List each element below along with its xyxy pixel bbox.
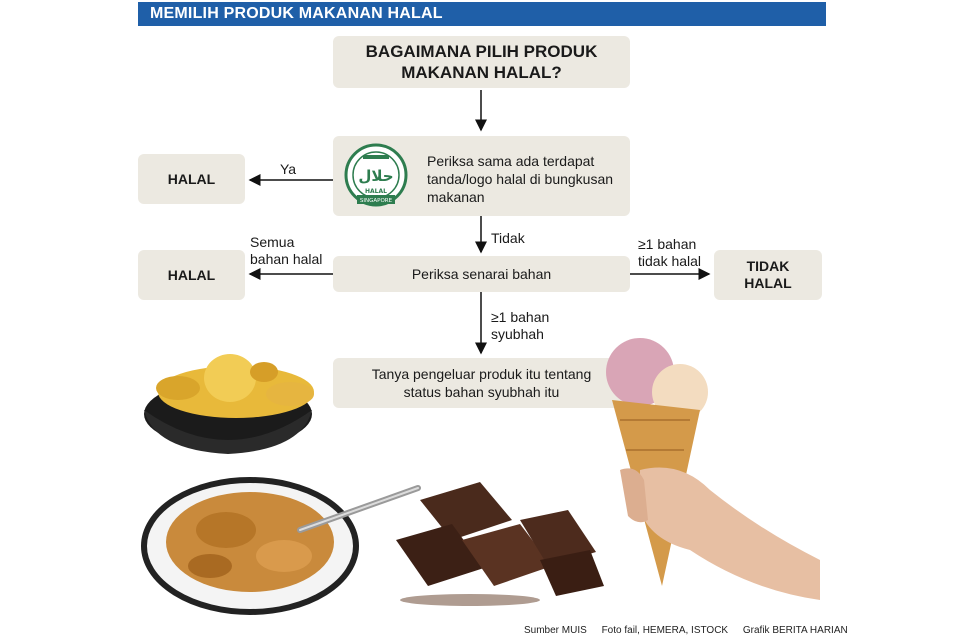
footer-photo: Foto fail, HEMERA, ISTOCK <box>601 625 729 636</box>
edge-label-tidak: Tidak <box>491 230 525 246</box>
ice-cream-image <box>606 338 820 600</box>
bahan-tidak-line1: ≥1 bahan <box>638 236 697 252</box>
edge-label-semua: Semua bahan halal <box>250 234 322 268</box>
logo-arabic: حلال <box>358 167 393 185</box>
chocolate-image <box>396 482 604 606</box>
question-line2: MAKANAN HALAL? <box>401 63 562 82</box>
result-halal-2-text: HALAL <box>167 267 216 283</box>
check-list-text: Periksa senarai bahan <box>411 266 552 282</box>
syubhah-line1: ≥1 bahan <box>491 309 550 325</box>
question-line1: BAGAIMANA PILIH PRODUK <box>365 42 598 61</box>
header-title: MEMILIH PRODUK MAKANAN HALAL <box>150 5 443 22</box>
tidak-halal-line1: TIDAK <box>746 258 790 274</box>
ask-line1: Tanya pengeluar produk itu tentang <box>371 366 592 382</box>
edge-label-bahan-syubhah: ≥1 bahan syubhah <box>491 309 549 343</box>
cereal-bowl-image <box>141 477 421 615</box>
header-bar: MEMILIH PRODUK MAKANAN HALAL <box>138 2 826 26</box>
result-halal-1-text: HALAL <box>167 171 216 187</box>
edge-label-ya: Ya <box>280 161 297 177</box>
logo-halal-text: HALAL <box>365 188 387 195</box>
logo-singapore-text: SINGAPORE <box>360 198 393 204</box>
chips-bowl-image <box>144 354 314 454</box>
result-halal-1: HALAL <box>138 154 245 204</box>
result-halal-2: HALAL <box>138 250 245 300</box>
footer-source: Sumber MUIS <box>524 625 587 636</box>
edge-label-bahan-tidak-halal: ≥1 bahan tidak halal <box>638 236 701 270</box>
halal-logo-icon: حلال HALAL SINGAPORE <box>344 143 408 207</box>
semua-line1: Semua <box>250 234 295 250</box>
footer-graphic: Grafik BERITA HARIAN <box>742 625 848 636</box>
syubhah-line2: syubhah <box>491 326 544 342</box>
question-box: BAGAIMANA PILIH PRODUK MAKANAN HALAL? <box>333 36 630 88</box>
result-tidak-halal: TIDAK HALAL <box>714 250 822 300</box>
ask-line2: status bahan syubhah itu <box>403 384 560 400</box>
semua-line2: bahan halal <box>250 251 323 267</box>
ask-producer-box: Tanya pengeluar produk itu tentang statu… <box>333 358 630 408</box>
tidak-halal-line2: HALAL <box>744 275 792 291</box>
footer-credits: Sumber MUIS Foto fail, HEMERA, ISTOCK Gr… <box>524 625 860 636</box>
check-logo-text: Periksa sama ada terdapat tanda/logo hal… <box>427 153 614 205</box>
bahan-tidak-line2: tidak halal <box>638 253 702 269</box>
check-list-box: Periksa senarai bahan <box>333 256 630 292</box>
